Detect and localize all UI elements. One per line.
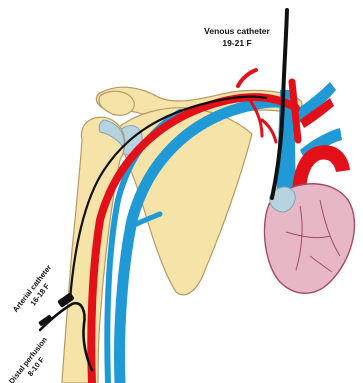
artery-small-branch	[238, 70, 256, 86]
venous-catheter-label: Venous catheter	[204, 26, 270, 36]
venous-catheter-size: 19-21 F	[222, 38, 251, 48]
acromion-bone	[99, 91, 134, 115]
